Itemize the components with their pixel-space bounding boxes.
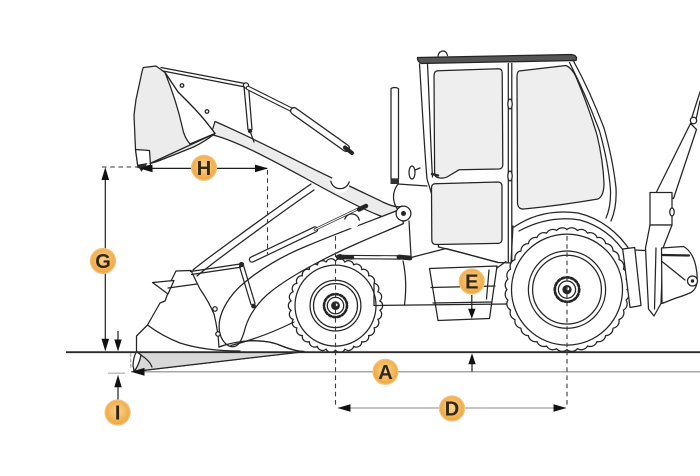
svg-text:E: E <box>465 272 478 294</box>
svg-text:I: I <box>115 403 121 425</box>
svg-text:A: A <box>378 362 392 384</box>
svg-text:D: D <box>445 399 459 421</box>
svg-text:H: H <box>197 158 211 180</box>
svg-text:G: G <box>95 251 111 273</box>
